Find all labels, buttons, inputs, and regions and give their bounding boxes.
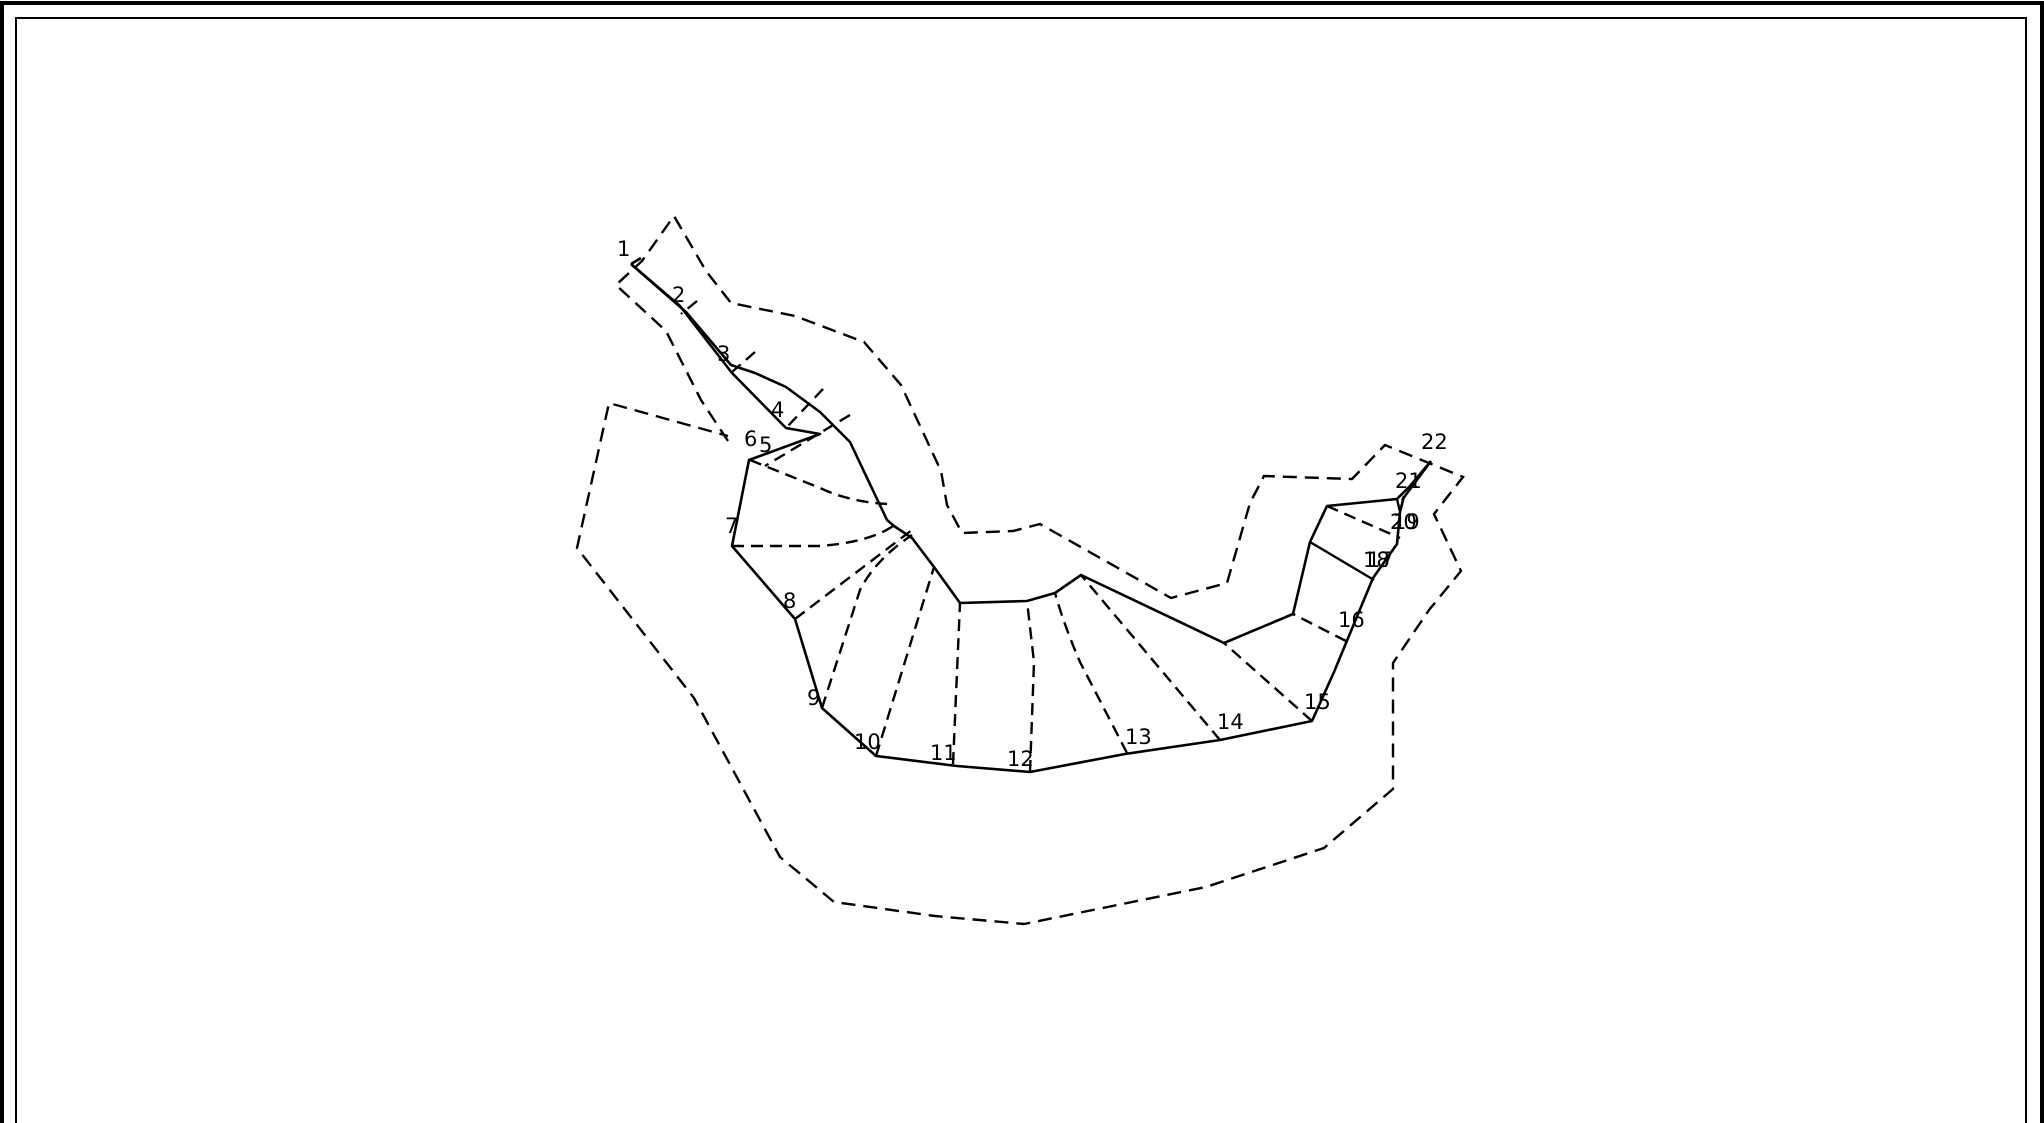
cross-sections-solid (1309, 540, 1375, 582)
section-line-7 (732, 525, 894, 548)
station-label-16: 16 (1338, 608, 1365, 632)
station-label-20: 20 (1390, 510, 1417, 534)
section-line-14 (1080, 574, 1221, 741)
outer-boundary-dashed (575, 213, 1465, 926)
station-label-6: 6 (744, 427, 757, 451)
station-label-17: 17 (1367, 548, 1394, 572)
station-labels: 1 2 3 4 5 6 7 8 9 10 11 12 13 14 15 16 1… (617, 237, 1448, 771)
station-label-9: 9 (807, 686, 820, 710)
section-line-6 (749, 458, 888, 506)
section-line-9 (820, 534, 913, 709)
traverse-stub-1 (630, 256, 642, 266)
station-traverse (630, 263, 1432, 645)
section-line-4 (785, 388, 824, 429)
section-line-16-dash (1292, 612, 1347, 643)
section-line-13 (1053, 592, 1129, 754)
station-traverse-branch (630, 263, 1406, 774)
station-label-18: 18 (1363, 548, 1390, 572)
section-line-19 (1326, 504, 1401, 540)
section-line-8 (794, 529, 913, 620)
traverse-stub-22 (1400, 460, 1433, 501)
section-line-2 (680, 300, 698, 315)
station-label-3: 3 (717, 342, 730, 366)
cross-sections-dashed (680, 300, 1402, 773)
station-label-2: 2 (672, 283, 685, 307)
section-line-5 (764, 413, 851, 468)
section-line-10 (874, 566, 936, 757)
station-label-10: 10 (854, 730, 881, 754)
section-line-15 (1223, 642, 1313, 722)
station-label-1: 1 (617, 237, 630, 261)
station-label-12: 12 (1007, 747, 1034, 771)
station-label-13: 13 (1125, 725, 1152, 749)
station-label-15: 15 (1304, 690, 1331, 714)
station-label-8: 8 (783, 589, 796, 613)
section-line-3 (731, 351, 756, 373)
station-label-22: 22 (1421, 430, 1448, 454)
station-label-21: 21 (1395, 469, 1422, 493)
section-line-21 (1395, 498, 1402, 513)
station-label-11: 11 (930, 741, 957, 765)
station-label-5: 5 (759, 433, 772, 457)
inner-frame (15, 17, 2027, 1123)
section-line-18 (1309, 540, 1375, 582)
station-label-4: 4 (771, 398, 784, 422)
section-line-11-dash (951, 602, 962, 765)
station-label-7: 7 (725, 514, 738, 538)
station-label-14: 14 (1217, 710, 1244, 734)
station-label-19: 19 (1393, 510, 1420, 534)
